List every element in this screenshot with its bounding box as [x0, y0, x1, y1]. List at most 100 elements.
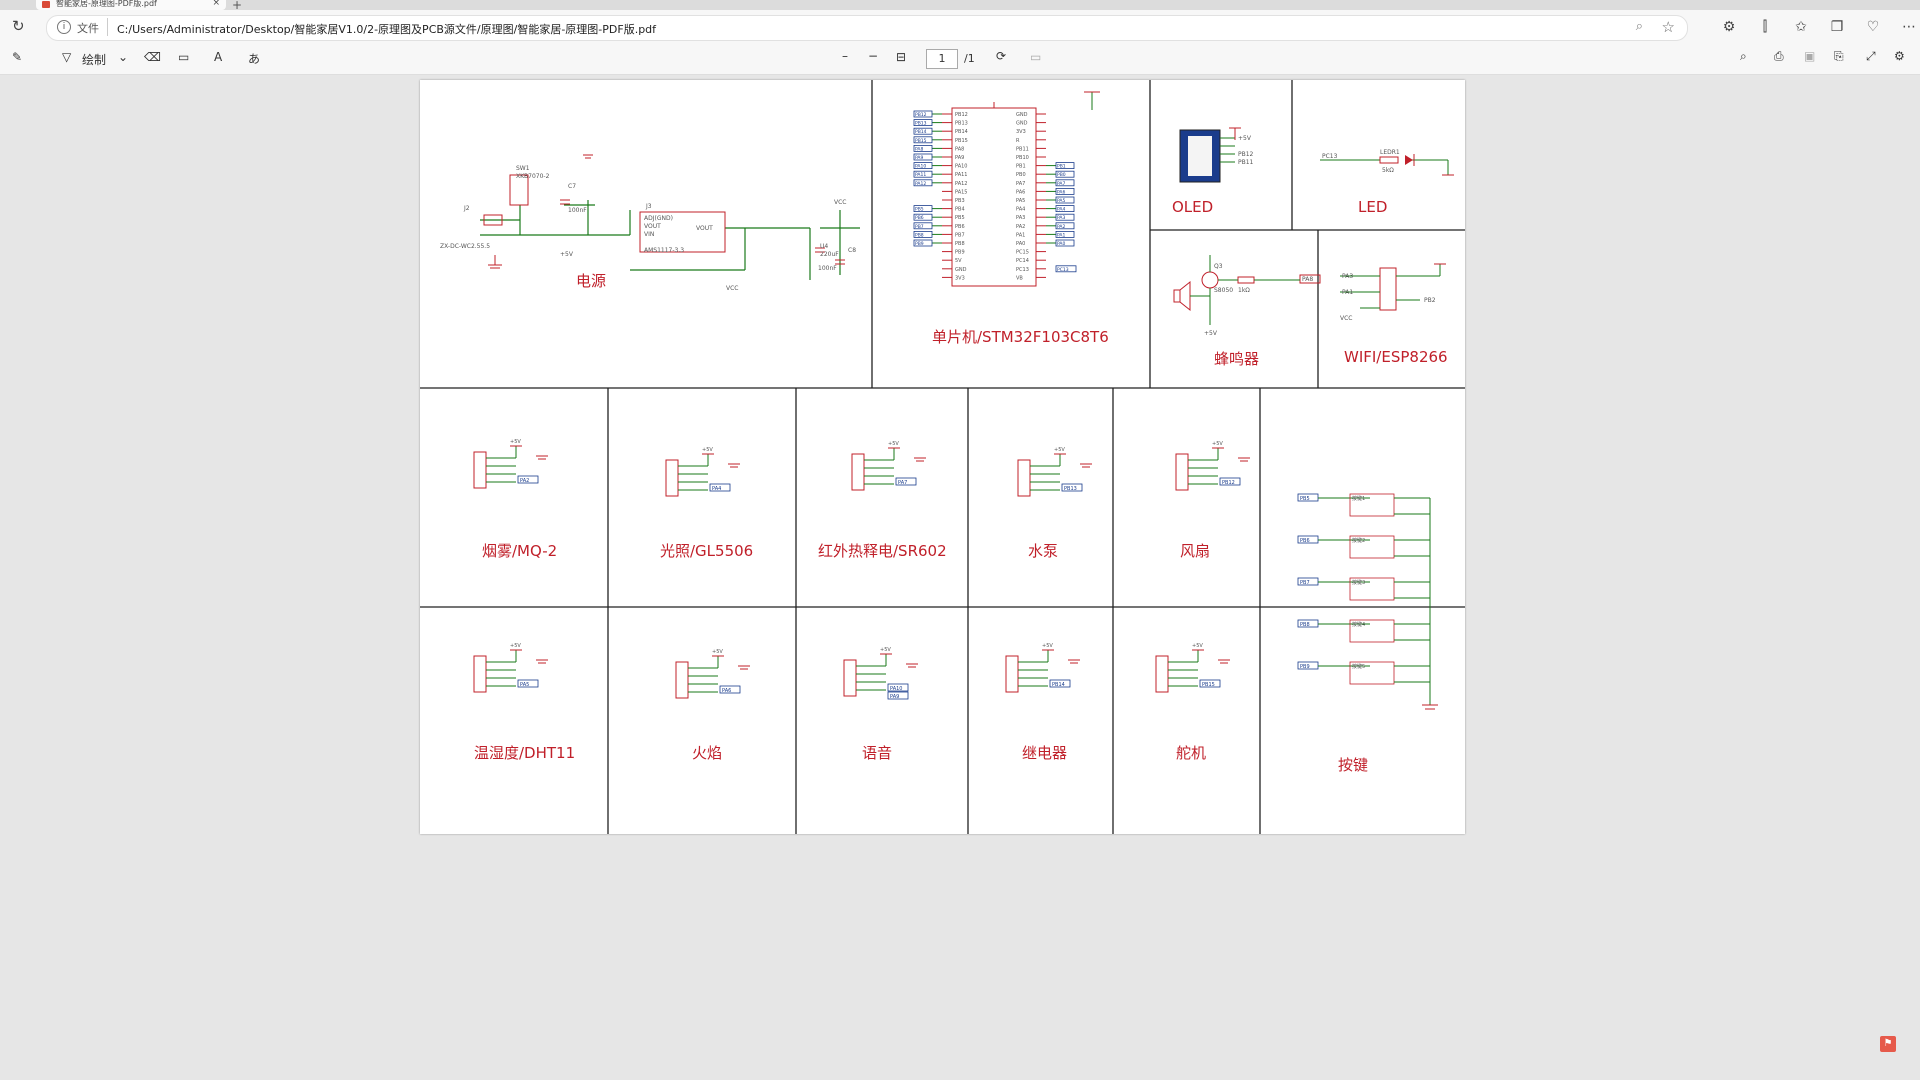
module-net-label: PB14 — [1052, 682, 1065, 688]
mcu-pin-label: PA4 — [1016, 207, 1025, 213]
favorite-star-icon[interactable]: ☆ — [1661, 18, 1675, 36]
mcu-pin-label: PB0 — [1016, 172, 1026, 178]
mcu-pin-label: PA10 — [955, 164, 967, 170]
module-vcc-label: +5V — [702, 447, 713, 453]
mcu-pin-label: 3V3 — [1016, 129, 1026, 135]
fit-page-icon[interactable]: ⊟ — [896, 50, 907, 64]
module-vcc-label: +5V — [888, 441, 899, 447]
mcu-pin-label: PA8 — [955, 146, 964, 152]
pdf-page: SW1 XKB7070-2 J2 ZX-DC-WC2.55.5 C7 100nF… — [420, 80, 1465, 834]
mcu-net-label: PA12 — [915, 181, 926, 187]
mcu-pin-label: PC15 — [1016, 250, 1029, 256]
module-net-port — [887, 683, 909, 692]
eraser-icon[interactable]: ⌫ — [144, 50, 161, 64]
mcu-pin-label: PB15 — [955, 138, 968, 144]
mcu-pin-label: PA9 — [955, 155, 964, 161]
mcu-net-port — [913, 205, 933, 212]
fullscreen-icon[interactable]: ⤢ — [1866, 49, 1876, 63]
page-total: /1 — [964, 52, 975, 65]
mcu-net-label: PB7 — [915, 224, 924, 230]
mcu-net-label: PC13 — [1057, 267, 1069, 273]
omnibox[interactable]: i 文件 C:/Users/Administrator/Desktop/智能家居… — [46, 15, 1688, 41]
mcu-pin-label: VB — [1016, 275, 1023, 281]
module-connector — [1005, 655, 1019, 693]
module-net-port — [1219, 477, 1241, 486]
read-aloud-icon[interactable]: A — [214, 50, 223, 64]
pdf-annotation-icon[interactable]: ⚑ — [1880, 1036, 1896, 1052]
tab-close-button[interactable]: × — [212, 0, 220, 8]
more-menu-icon[interactable]: ⋯ — [1902, 19, 1916, 35]
rotate-icon[interactable]: ⟳ — [996, 49, 1007, 63]
mcu-net-port — [1055, 230, 1075, 238]
url-text[interactable]: C:/Users/Administrator/Desktop/智能家居V1.0/… — [117, 23, 657, 36]
mcu-net-port — [913, 136, 933, 144]
mcu-net-port — [1055, 170, 1075, 178]
c8-label: C8 — [848, 247, 856, 254]
translate-icon[interactable]: あ — [248, 52, 261, 66]
collections-icon[interactable]: ❐ — [1830, 19, 1844, 35]
mcu-net-port — [913, 213, 933, 221]
split-screen-icon[interactable]: ⫿ — [1762, 19, 1768, 35]
module-net-port — [709, 483, 731, 492]
mcu-circuit: PB12PB13PB14PB15PA8PA9PA10PA11PA12PA15PB… — [913, 91, 1100, 287]
extensions-icon[interactable]: ⚙ — [1722, 19, 1736, 35]
key-name: 按键3 — [1352, 579, 1365, 586]
draw-icon[interactable]: ▽ — [62, 50, 72, 64]
two-page-icon[interactable]: ▭ — [1030, 50, 1042, 64]
browser-tab[interactable]: 智能家居-原理图-PDF版.pdf × — [36, 0, 226, 10]
new-tab-button[interactable]: + — [232, 0, 243, 12]
reg-vin: VIN — [644, 231, 654, 238]
zoom-out-icon[interactable]: − — [868, 49, 879, 63]
mcu-pin-label: PB11 — [1016, 146, 1029, 152]
search-icon[interactable]: ⌕ — [1740, 49, 1747, 63]
pdf-icon — [42, 1, 50, 8]
save-as-icon[interactable]: ⎘ — [1834, 49, 1844, 63]
module-net-label: PA2 — [520, 478, 529, 484]
mcu-pin-label: PB3 — [955, 198, 965, 204]
mcu-pin-label: GND — [955, 267, 967, 273]
chevron-down-icon[interactable]: ⌄ — [118, 50, 129, 64]
draw-label[interactable]: 绘制 — [82, 53, 107, 67]
c7-label: C7 — [568, 183, 576, 190]
zoom-icon[interactable]: ⌕ — [1635, 19, 1643, 34]
block-label-voice: 语音 — [862, 744, 893, 762]
module-connector — [665, 459, 679, 497]
mcu-pin-label: PB7 — [955, 232, 965, 238]
omnibox-divider — [107, 18, 108, 36]
block-label-power: 电源 — [576, 272, 607, 290]
wifi-vcc: VCC — [1340, 315, 1352, 322]
key-name: 按键4 — [1352, 621, 1365, 628]
j3-label: J3 — [645, 203, 652, 210]
favorites-icon[interactable]: ✩ — [1795, 19, 1807, 35]
page-number-input[interactable]: 1 — [926, 49, 958, 69]
mcu-right-pins: GNDGND3V3RPB11PB10PB1PB0PA7PA6PA5PA4PA3P… — [1016, 112, 1046, 281]
module-net-label: PA7 — [898, 480, 907, 486]
module-net-port — [719, 685, 741, 694]
reload-icon[interactable]: ↻ — [12, 17, 25, 35]
mcu-net-label: PB12 — [915, 112, 927, 118]
performance-icon[interactable]: ♡ — [1866, 19, 1880, 35]
text-box-icon[interactable]: ▭ — [178, 50, 190, 64]
wifi-en: PB2 — [1424, 297, 1436, 304]
mcu-pin-label: PB9 — [955, 250, 965, 256]
mcu-net-label: PA0 — [1057, 241, 1066, 247]
block-label-wifi: WIFI/ESP8266 — [1344, 348, 1448, 366]
zoom-out-small-icon[interactable]: – — [842, 49, 848, 63]
c7-value: 100nF — [568, 207, 587, 214]
info-icon[interactable]: i — [57, 20, 71, 34]
module-net-port — [517, 475, 539, 484]
save-icon[interactable]: ▣ — [1804, 49, 1816, 63]
block-label-servo: 舵机 — [1176, 744, 1207, 762]
mcu-net-port — [913, 153, 933, 161]
mcu-net-label: PB8 — [915, 232, 924, 238]
led-res-val: 5kΩ — [1382, 167, 1394, 174]
settings-icon[interactable]: ⚙ — [1894, 49, 1905, 63]
key-net-label: PB9 — [1300, 664, 1310, 670]
print-icon[interactable]: ⎙ — [1774, 49, 1784, 63]
mcu-net-label: PA7 — [1057, 181, 1066, 187]
module-net-label: PB15 — [1202, 682, 1215, 688]
highlight-icon[interactable]: ✎ — [12, 50, 23, 64]
schematic-drawing: SW1 XKB7070-2 J2 ZX-DC-WC2.55.5 C7 100nF… — [420, 80, 1465, 834]
